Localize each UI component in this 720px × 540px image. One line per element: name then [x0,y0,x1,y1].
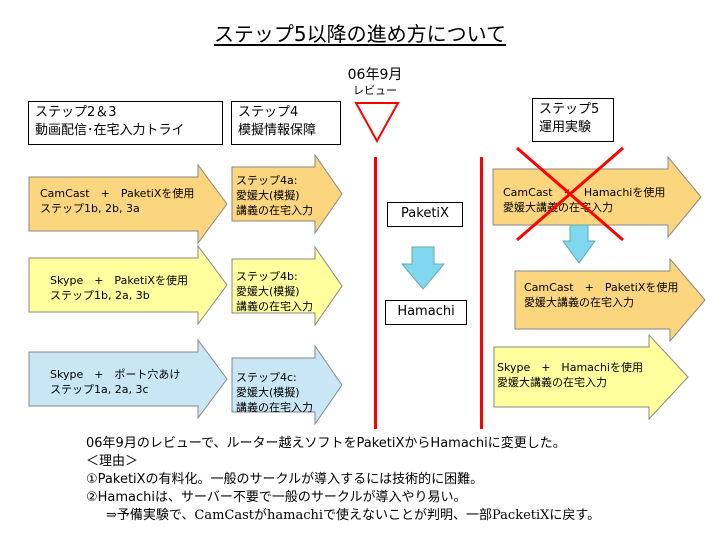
arrow-col3-row2-text: CamCast + PaketiXを使用 愛媛大講義の在宅入力 [524,281,679,309]
review-line-right [480,157,483,429]
arrow-col1-row3-text: Skype + ポート穴あけ ステップ1a, 2a, 3c [50,368,181,396]
down-arrow-col3 [562,224,596,264]
arrow-col1-row1 [28,163,228,245]
down-arrow-middle [400,246,446,290]
note-line-5: ⇒予備実験で、CamCastがhamachiで使えないことが判明、一部Packe… [106,508,601,523]
review-triangle [354,102,400,144]
arrow-col2-row1-text: ステップ4a: 愛媛大(模擬) 講義の在宅入力 [236,174,313,217]
note-line-4: ②Hamachiは、サーバー不要で一般のサークルが導入やり易い。 [86,490,467,505]
arrow-col1-row1-text: CamCast + PaketiXを使用 ステップ1b, 2b, 3a [40,187,195,215]
arrow-col3-row3-text: Skype + Hamachiを使用 愛媛大講義の在宅入力 [497,361,643,389]
notes-block: 06年9月のレビューで、ルーター越えソフトをPaketiXからHamachiに変… [86,435,600,525]
arrow-col3-row1-text: CamCast + Hamachiを使用 愛媛大講義の在宅入力 [503,186,666,214]
review-line-left [374,157,377,429]
header-step5: ステップ5 運用実験 [532,98,614,142]
arrow-col2-row3-text: ステップ4c: 愛媛大(模擬) 講義の在宅入力 [236,371,313,414]
review-date: 06年9月 [347,67,403,83]
note-line-2: ＜理由＞ [86,454,139,469]
arrow-col1-row2 [28,244,228,326]
header-step2-3: ステップ2＆3 動画配信･在宅入力トライ [28,101,223,145]
arrow-col2-row3 [231,344,343,426]
arrow-col2-row1 [231,153,343,235]
label-paketix: PaketiX [387,202,463,227]
arrow-col2-row2 [231,245,343,327]
page-title: ステップ5以降の進め方について [213,22,507,46]
note-line-3: ①PaketiXの有料化。一般のサークルが導入するには技術的に困難。 [86,472,484,487]
arrow-col3-row2 [514,257,706,343]
cancel-x-mark [516,146,624,242]
note-line-1: 06年9月のレビューで、ルーター越えソフトをPaketiXからHamachiに変… [86,436,566,451]
arrow-col2-row2-text: ステップ4b: 愛媛大(模擬) 講義の在宅入力 [236,270,313,313]
arrow-col1-row2-text: Skype + PaketiXを使用 ステップ1b, 2a, 3b [50,274,188,302]
arrow-col1-row3 [28,338,228,420]
header-step4: ステップ4 模擬情報保障 [231,101,341,145]
arrow-col3-row3 [493,333,689,421]
review-label: レビュー [353,84,397,97]
label-hamachi: Hamachi [385,300,467,325]
